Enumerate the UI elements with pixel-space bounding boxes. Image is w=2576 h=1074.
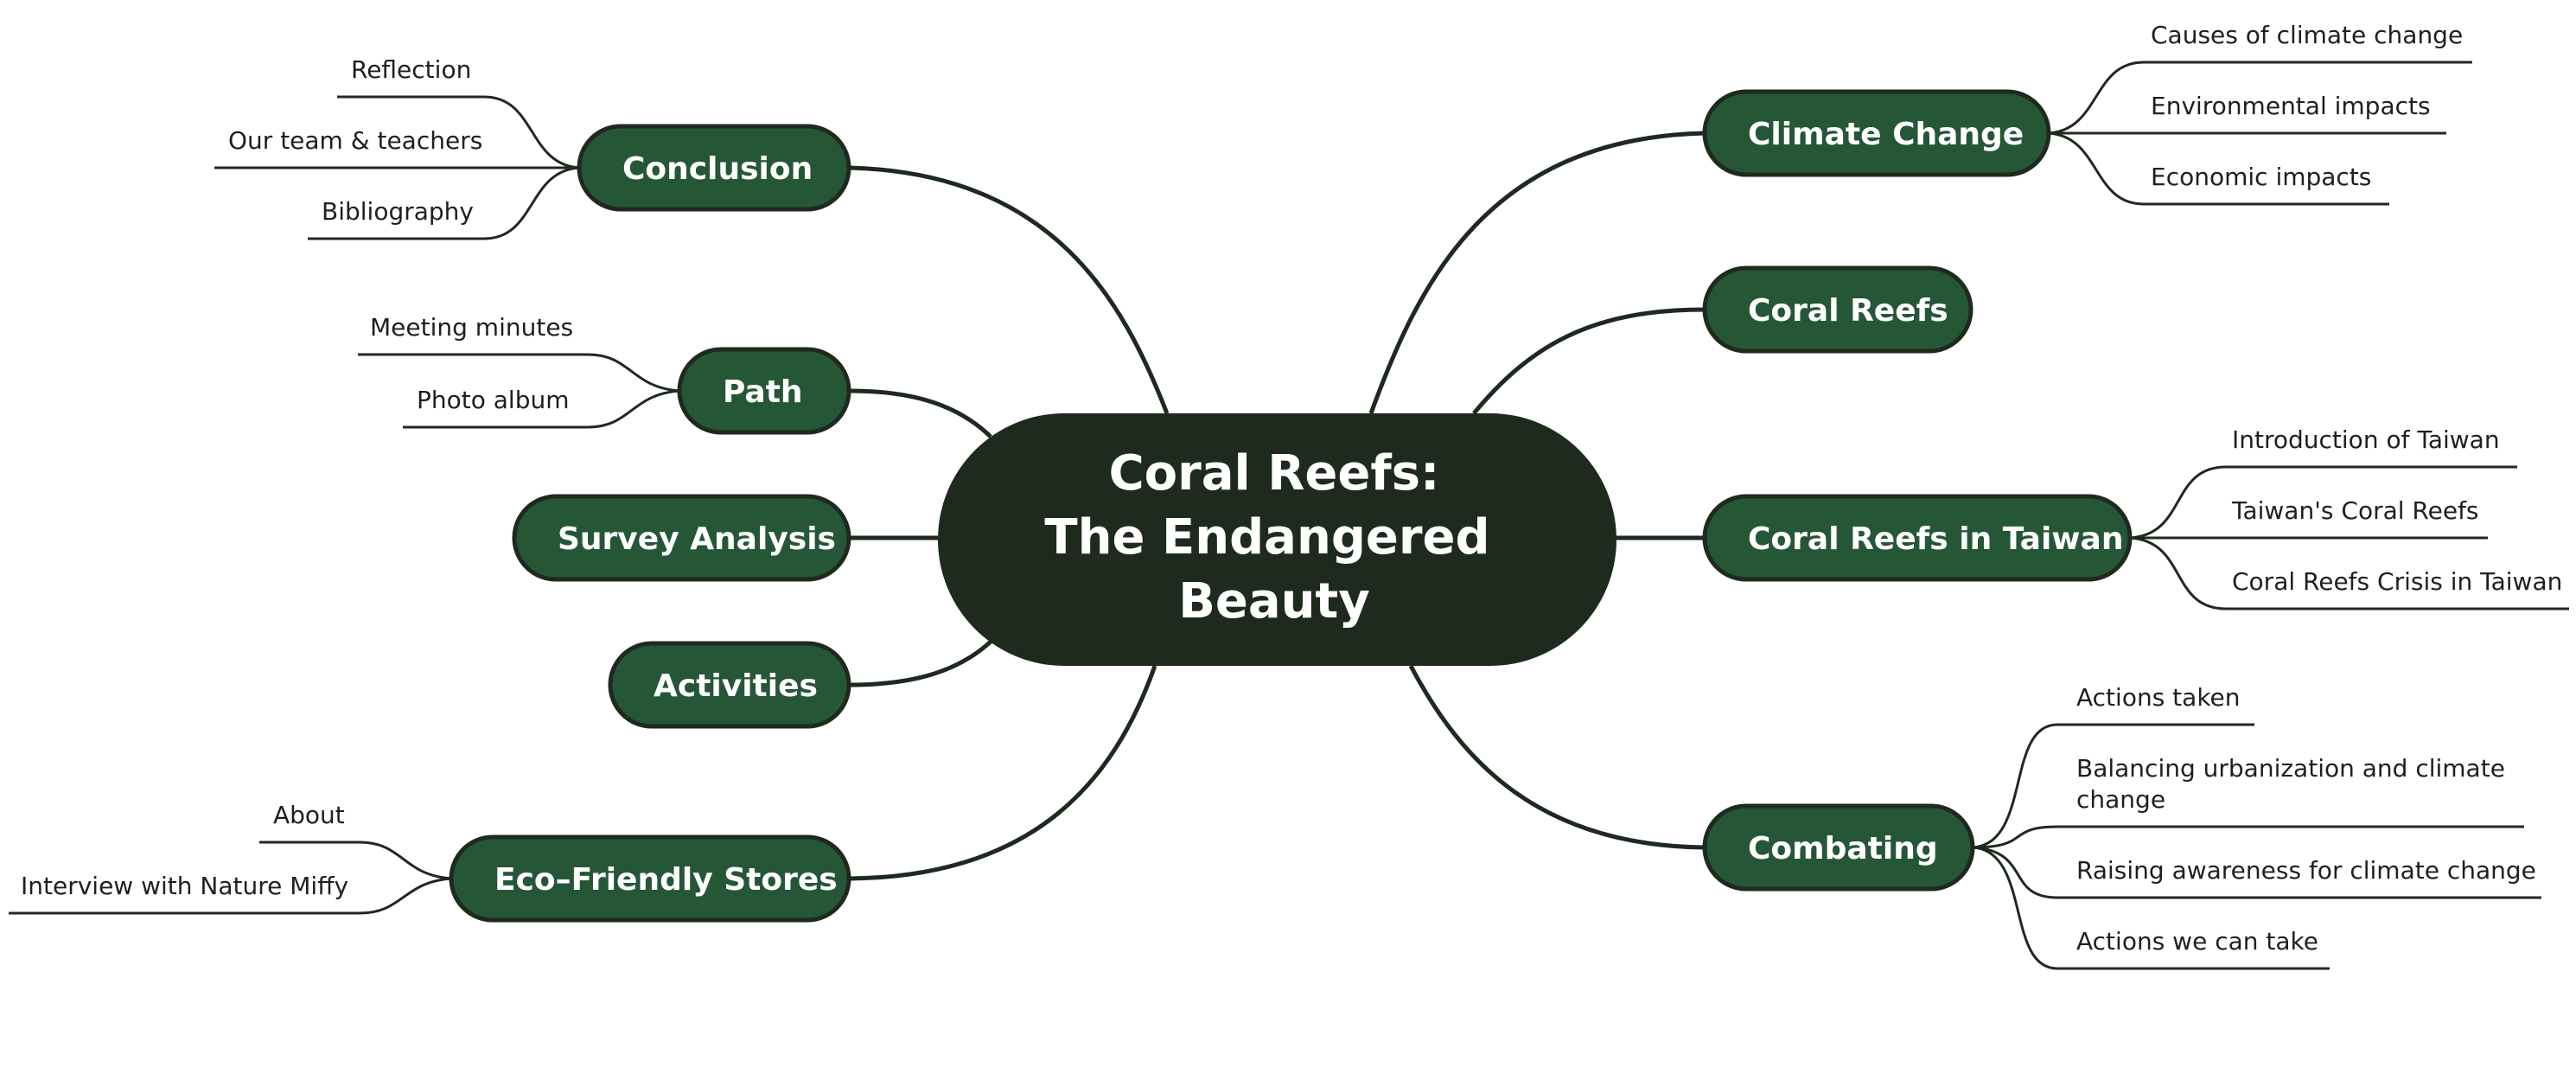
leaf-bibliography[interactable]: Bibliography	[322, 197, 474, 226]
branch-eco-friendly-stores[interactable]: Eco–Friendly Stores	[449, 834, 851, 923]
leaf-raising-awareness[interactable]: Raising awareness for climate change	[2076, 856, 2536, 885]
leaf-photo-album[interactable]: Photo album	[417, 386, 570, 414]
center-node[interactable]: Coral Reefs: The Endangered Beauty	[938, 413, 1616, 666]
leaf-reflection[interactable]: Reflection	[351, 55, 471, 84]
connector-activities	[848, 640, 992, 687]
branch-label-path: Path	[723, 374, 803, 410]
leaves-coral-reefs-in-taiwan: Introduction of Taiwan Taiwan's Coral Re…	[2231, 425, 2562, 596]
branch-activities[interactable]: Activities	[608, 641, 851, 729]
leafline-eco-1	[259, 841, 452, 880]
leafline-path-1	[358, 353, 680, 393]
branch-climate-change[interactable]: Climate Change	[1702, 89, 2051, 177]
connector-coral-reefs	[1472, 307, 1706, 415]
leaf-introduction-of-taiwan[interactable]: Introduction of Taiwan	[2232, 425, 2500, 454]
center-title-line-2: The Endangered	[1044, 509, 1489, 566]
leafline-climate-1	[2048, 61, 2472, 135]
branch-label-combating: Combating	[1748, 831, 1938, 866]
leaf-coral-reefs-crisis-in-taiwan[interactable]: Coral Reefs Crisis in Taiwan	[2232, 567, 2562, 596]
branch-label-eco-friendly-stores: Eco–Friendly Stores	[494, 862, 838, 898]
leaf-causes-of-climate-change[interactable]: Causes of climate change	[2151, 21, 2463, 49]
center-connectors	[848, 131, 1706, 881]
leafline-combating-2	[1972, 825, 2524, 849]
branch-label-conclusion: Conclusion	[622, 151, 813, 187]
leafline-path-2	[403, 389, 680, 429]
connector-path	[848, 388, 992, 438]
branch-coral-reefs[interactable]: Coral Reefs	[1702, 265, 1973, 354]
branch-label-climate-change: Climate Change	[1748, 117, 2024, 152]
connector-combating	[1408, 664, 1706, 850]
leaf-environmental-impacts[interactable]: Environmental impacts	[2151, 92, 2431, 120]
branch-label-coral-reefs: Coral Reefs	[1748, 293, 1948, 329]
leafline-taiwan-1	[2129, 465, 2517, 540]
branch-label-survey-analysis: Survey Analysis	[558, 521, 836, 557]
leafline-eco-2	[9, 877, 452, 915]
leaf-balancing-urbanization[interactable]: Balancing urbanization and climate chang…	[2076, 754, 2513, 814]
branch-coral-reefs-in-taiwan[interactable]: Coral Reefs in Taiwan	[1702, 494, 2133, 582]
leafline-climate-3	[2048, 131, 2389, 206]
leaves-eco-friendly-stores: About Interview with Nature Miffy	[21, 801, 348, 900]
branch-path[interactable]: Path	[677, 347, 851, 435]
branch-combating[interactable]: Combating	[1702, 803, 1975, 892]
leaf-meeting-minutes[interactable]: Meeting minutes	[370, 313, 573, 342]
connector-eco-friendly-stores	[848, 665, 1157, 881]
connector-conclusion	[848, 165, 1170, 414]
branch-conclusion[interactable]: Conclusion	[577, 124, 851, 212]
center-title-line-1: Coral Reefs:	[1109, 445, 1440, 502]
leafline-taiwan-3	[2129, 536, 2569, 611]
leaf-taiwans-coral-reefs[interactable]: Taiwan's Coral Reefs	[2231, 496, 2479, 525]
leafline-combating-3	[1972, 846, 2541, 899]
leaf-actions-taken[interactable]: Actions taken	[2076, 683, 2241, 712]
leafline-conclusion-3	[308, 166, 580, 240]
branch-survey-analysis[interactable]: Survey Analysis	[512, 494, 851, 582]
leaf-economic-impacts[interactable]: Economic impacts	[2151, 163, 2371, 191]
leaf-about[interactable]: About	[273, 801, 345, 829]
leaf-actions-we-can-take[interactable]: Actions we can take	[2076, 927, 2318, 956]
leafline-combating-1	[1972, 723, 2254, 849]
leafline-combating-4	[1972, 846, 2330, 970]
branch-label-coral-reefs-in-taiwan: Coral Reefs in Taiwan	[1748, 521, 2123, 557]
leaves-combating: Actions taken Balancing urbanization and…	[2076, 683, 2536, 956]
center-title-line-3: Beauty	[1178, 573, 1370, 630]
leaf-our-team-and-teachers[interactable]: Our team & teachers	[228, 126, 482, 155]
leafline-conclusion-1	[337, 95, 580, 169]
leaf-connectors	[9, 61, 2569, 970]
leaf-balancing-line-2: change	[2076, 785, 2165, 814]
leaves-conclusion: Reflection Our team & teachers Bibliogra…	[228, 55, 482, 226]
connector-climate-change	[1368, 131, 1706, 414]
leaf-interview-with-nature-miffy[interactable]: Interview with Nature Miffy	[21, 872, 348, 900]
leaves-path: Meeting minutes Photo album	[370, 313, 573, 414]
leaf-balancing-line: Balancing urbanization and climate	[2076, 754, 2505, 783]
leaves-climate-change: Causes of climate change Environmental i…	[2151, 21, 2463, 191]
branch-label-activities: Activities	[654, 668, 818, 704]
